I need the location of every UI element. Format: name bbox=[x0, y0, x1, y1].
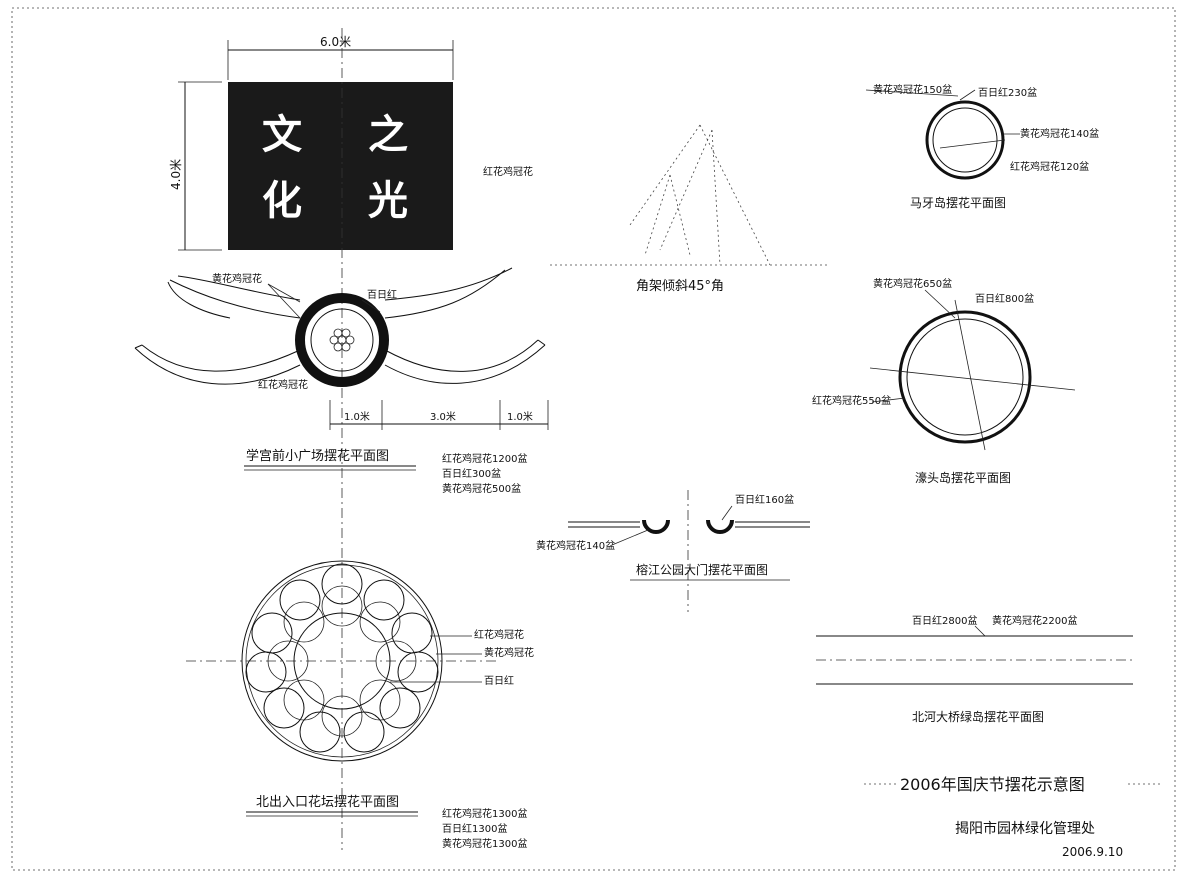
north-label-2: 黄花鸡冠花 bbox=[484, 646, 534, 659]
plaza-note-1: 红花鸡冠花1200盆 bbox=[442, 452, 527, 465]
haotou-plan: 黄花鸡冠花650盆 百日红800盆 红花鸡冠花550盆 濠头岛摆花平面图 bbox=[812, 277, 1076, 485]
sign-side-label: 红花鸡冠花 bbox=[483, 165, 533, 178]
sheet-border bbox=[11, 7, 1176, 871]
footer-title: 2006年国庆节摆花示意图 bbox=[900, 775, 1085, 794]
sign-height-label: 4.0米 bbox=[169, 159, 183, 190]
plaza-note-2: 百日红300盆 bbox=[442, 467, 501, 480]
sign-char-4: 光 bbox=[368, 177, 408, 224]
park-label-2: 黄花鸡冠花140盆 bbox=[536, 539, 615, 552]
sign-char-3: 化 bbox=[262, 177, 302, 224]
title-block: 2006年国庆节摆花示意图 揭阳市园林绿化管理处 2006.9.10 bbox=[864, 775, 1162, 859]
plaza-dim-2: 3.0米 bbox=[430, 410, 456, 423]
north-center-bed bbox=[293, 612, 391, 710]
haotou-label-1: 黄花鸡冠花650盆 bbox=[873, 277, 952, 290]
sign-char-1: 文 bbox=[262, 111, 302, 158]
footer-org: 揭阳市园林绿化管理处 bbox=[955, 820, 1095, 837]
bridge-label-2: 黄花鸡冠花2200盆 bbox=[992, 614, 1077, 627]
north-note-2: 百日红1300盆 bbox=[442, 822, 507, 835]
mayadao-label-1: 黄花鸡冠花150盆 bbox=[873, 83, 952, 96]
plaza-dim-3: 1.0米 bbox=[507, 410, 533, 423]
haotou-label-2: 百日红800盆 bbox=[975, 292, 1034, 305]
sign-char-2: 之 bbox=[368, 111, 408, 158]
north-outer-ring bbox=[241, 560, 443, 762]
haotou-label-3: 红花鸡冠花550盆 bbox=[812, 394, 891, 407]
plaza-label-yellow: 黄花鸡冠花 bbox=[212, 272, 262, 285]
plaza-note-3: 黄花鸡冠花500盆 bbox=[442, 482, 521, 495]
plaza-label-bairihong: 百日红 bbox=[367, 288, 397, 301]
mayadao-label-4: 红花鸡冠花120盆 bbox=[1010, 160, 1089, 173]
mayadao-plan: 黄花鸡冠花150盆 百日红230盆 黄花鸡冠花140盆 红花鸡冠花120盆 马牙… bbox=[865, 83, 1099, 210]
sign-width-label: 6.0米 bbox=[320, 35, 351, 49]
north-label-1: 红花鸡冠花 bbox=[474, 628, 524, 641]
bridge-title: 北河大桥绿岛摆花平面图 bbox=[912, 709, 1044, 724]
haotou-title: 濠头岛摆花平面图 bbox=[915, 470, 1011, 485]
mayadao-label-3: 黄花鸡冠花140盆 bbox=[1020, 127, 1099, 140]
north-label-3: 百日红 bbox=[484, 674, 514, 687]
park-gate-plan: 百日红160盆 黄花鸡冠花140盆 榕江公园大门摆花平面图 bbox=[536, 490, 810, 612]
bridge-label-1: 百日红2800盆 bbox=[912, 614, 977, 627]
park-title: 榕江公园大门摆花平面图 bbox=[636, 562, 768, 577]
frame-caption: 角架倾斜45°角 bbox=[636, 279, 724, 294]
north-entrance-plan: 红花鸡冠花 黄花鸡冠花 百日红 北出入口花坛摆花平面图 红花鸡冠花1300盆 百… bbox=[186, 560, 534, 850]
plaza-center-cluster bbox=[329, 328, 355, 352]
plaza-label-red: 红花鸡冠花 bbox=[258, 378, 308, 391]
plaza-dim-1: 1.0米 bbox=[344, 410, 370, 423]
sign-board-plan: 6.0米 4.0米 文 之 化 光 红花鸡冠花 bbox=[169, 28, 533, 850]
north-scalloped-ring bbox=[245, 563, 439, 753]
park-label-1: 百日红160盆 bbox=[735, 493, 794, 506]
footer-date: 2006.9.10 bbox=[1062, 845, 1123, 859]
bridge-island-plan: 百日红2800盆 黄花鸡冠花2200盆 北河大桥绿岛摆花平面图 bbox=[816, 614, 1133, 724]
north-inner-petals bbox=[267, 585, 417, 737]
mayadao-title: 马牙岛摆花平面图 bbox=[910, 195, 1006, 210]
angle-frame-sketch: 角架倾斜45°角 bbox=[550, 124, 830, 294]
north-title: 北出入口花坛摆花平面图 bbox=[256, 794, 399, 810]
mayadao-label-2: 百日红230盆 bbox=[978, 86, 1037, 99]
plaza-central-ring bbox=[295, 293, 389, 387]
plaza-title: 学宫前小广场摆花平面图 bbox=[246, 448, 389, 464]
plaza-flower-plan: 黄花鸡冠花 百日红 红花鸡冠花 1.0米 3.0米 1.0米 学宫前小广场摆花平… bbox=[134, 267, 549, 495]
north-note-3: 黄花鸡冠花1300盆 bbox=[442, 837, 527, 850]
north-note-1: 红花鸡冠花1300盆 bbox=[442, 807, 527, 820]
sign-board bbox=[228, 82, 453, 250]
